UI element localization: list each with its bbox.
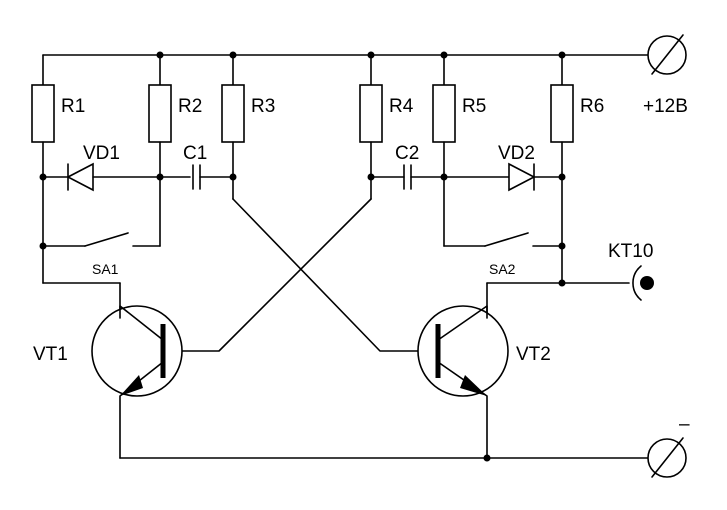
label-sa1: SA1 (92, 261, 119, 277)
label-c1: C1 (183, 143, 207, 164)
junction-dot (156, 173, 164, 181)
junction-dot (229, 51, 237, 59)
resistor-r1 (31, 84, 55, 143)
label-vt2: VT2 (516, 344, 551, 365)
junction-dot (558, 173, 566, 181)
cross-wire-c1-to-vt2-base (232, 198, 439, 352)
label-vd1: VD1 (83, 143, 120, 164)
label-r2: R2 (178, 96, 202, 117)
diode-vd1 (66, 162, 94, 192)
transistor-vt2-emitter-arrow (460, 375, 487, 396)
transistor-vt1-collector (119, 305, 164, 341)
switch-sa1 (84, 232, 129, 247)
label-vt1: VT1 (33, 344, 68, 365)
label-r4: R4 (389, 96, 414, 117)
switch-sa2 (484, 232, 529, 247)
transistor-vt2-collector (437, 305, 488, 341)
label-r1: R1 (61, 96, 85, 117)
label-r6: R6 (580, 96, 604, 117)
junction-dot (558, 242, 566, 250)
junction-dot (483, 454, 491, 462)
junction-dot (367, 51, 375, 59)
cross-wire-c2-to-vt1-base (162, 198, 372, 352)
junction-dot (39, 173, 47, 181)
resistor-r6 (550, 84, 574, 143)
junction-dot (558, 51, 566, 59)
positive-terminal-slash (651, 34, 684, 75)
kt10-pin (640, 276, 654, 290)
label-sa2: SA2 (489, 261, 516, 277)
label-r3: R3 (251, 96, 275, 117)
junction-dot (39, 242, 47, 250)
label-vd2: VD2 (498, 143, 535, 164)
junction-dot (558, 279, 566, 287)
resistor-r2 (148, 84, 172, 143)
junction-dot (367, 173, 375, 181)
kt10-socket (632, 265, 642, 301)
junction-dot (440, 173, 448, 181)
transistor-vt1-emitter-arrow (120, 375, 143, 396)
resistor-r4 (359, 84, 383, 143)
resistor-r3 (221, 84, 245, 143)
resistor-r5 (432, 84, 456, 143)
label-r5: R5 (462, 96, 486, 117)
label-c2: C2 (395, 143, 419, 164)
negative-terminal-slash (651, 437, 684, 478)
junction-dot (440, 51, 448, 59)
label-kt10: KT10 (608, 241, 653, 262)
diode-vd2 (508, 162, 536, 192)
label-plus-12b: +12B (643, 96, 688, 117)
junction-dot (156, 51, 164, 59)
junction-dot (229, 173, 237, 181)
label-minus: – (679, 414, 690, 435)
transistor-vt1-body (91, 305, 183, 397)
